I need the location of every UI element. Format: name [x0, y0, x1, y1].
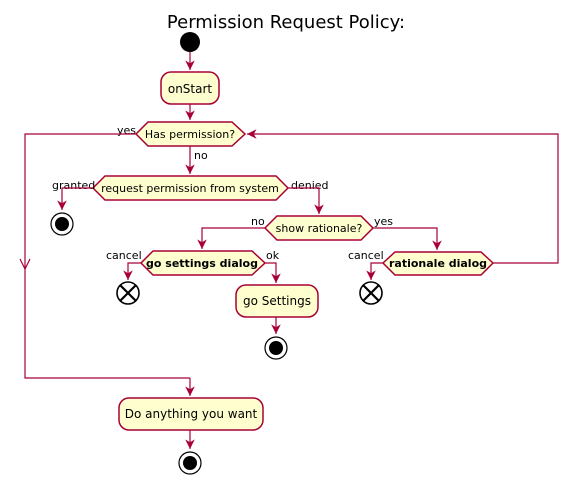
rationale-dialog-decision: rationale dialog	[381, 251, 495, 276]
edge-label-cancel-settings: cancel	[106, 249, 142, 262]
edge-label-no-permission: no	[194, 149, 208, 162]
onstart-label: onStart	[168, 82, 213, 96]
start-node	[180, 32, 200, 52]
rationale-dialog-label: rationale dialog	[389, 257, 487, 270]
stop-node-settings	[116, 281, 140, 305]
end-node-final	[178, 451, 202, 475]
go-settings-dialog-label: go settings dialog	[146, 257, 258, 270]
edge-yes-permission	[24, 133, 190, 379]
has-permission-decision: Has permission?	[134, 121, 247, 147]
go-settings-label: go Settings	[243, 294, 311, 308]
edge-label-no-rationale: no	[251, 215, 265, 228]
has-permission-label: Has permission?	[145, 128, 235, 141]
go-settings-node: go Settings	[235, 284, 319, 318]
edge-loop-back	[247, 129, 559, 264]
edge-label-granted: granted	[52, 179, 95, 192]
request-permission-decision: request permission from system	[91, 175, 290, 201]
end-node-settings	[264, 336, 288, 360]
end-node-granted	[50, 212, 74, 236]
edge-label-yes-rationale: yes	[374, 215, 393, 228]
edge-no-rationale	[197, 227, 265, 249]
edge-denied	[288, 187, 324, 214]
edge-label-ok-settings: ok	[266, 249, 280, 262]
diagram-title: Permission Request Policy:	[167, 12, 405, 33]
edge-label-cancel-rationale: cancel	[348, 249, 384, 262]
show-rationale-label: show rationale?	[276, 222, 363, 235]
edge-yes-down-arrow	[19, 258, 31, 271]
request-permission-label: request permission from system	[101, 182, 279, 195]
onstart-node: onStart	[160, 71, 220, 105]
do-anything-node: Do anything you want	[118, 397, 264, 431]
edge-label-yes-permission: yes	[117, 124, 136, 137]
go-settings-dialog-decision: go settings dialog	[139, 250, 267, 276]
show-rationale-decision: show rationale?	[263, 215, 375, 241]
edge-cancel-rationale	[366, 262, 383, 280]
edge-ok-settings	[265, 262, 281, 283]
edge-yes-rationale	[373, 227, 442, 250]
do-anything-label: Do anything you want	[125, 407, 258, 421]
edge-label-denied: denied	[291, 179, 329, 192]
stop-node-rationale	[359, 281, 383, 305]
edge-cancel-settings	[123, 262, 141, 280]
edge-granted	[57, 187, 93, 210]
